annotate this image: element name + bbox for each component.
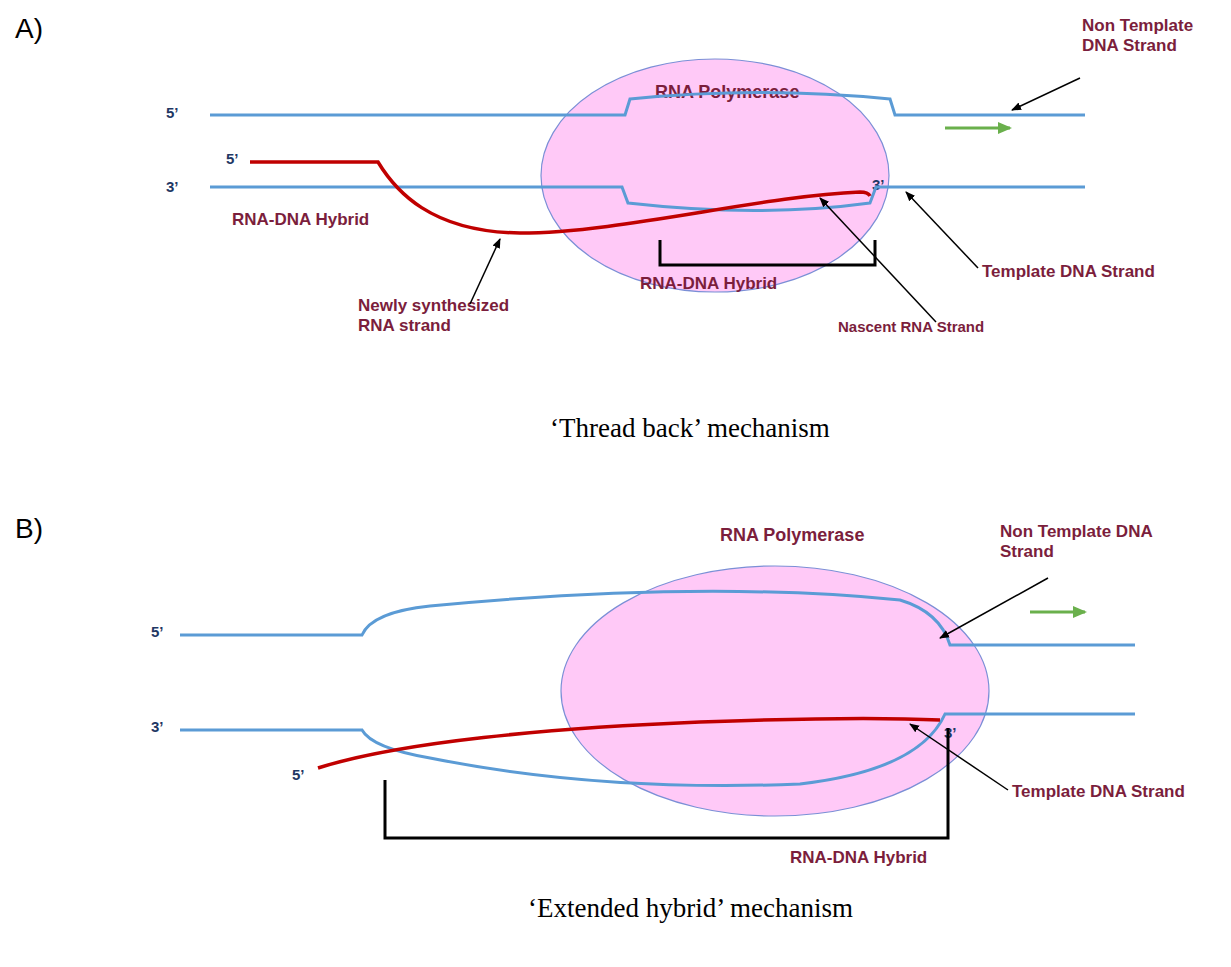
part-label: Template DNA Strand [1012, 782, 1185, 802]
strand-end: 5’ [166, 104, 179, 122]
strand-end: 3’ [872, 176, 885, 194]
strand-end: 3’ [944, 724, 957, 742]
part-label: Non Template DNA Strand [1000, 522, 1160, 563]
polymerase-ellipse: RNA Polymerase [540, 58, 890, 293]
strand-end: 3’ [151, 718, 164, 736]
node-title: RNA Polymerase [720, 525, 864, 546]
part-label: Nascent RNA Strand [838, 318, 984, 336]
leader-line [906, 192, 978, 268]
part-label: RNA-DNA Hybrid [790, 848, 927, 868]
panel-letter: A) [15, 12, 43, 46]
strand-end: 3’ [166, 178, 179, 196]
part-label: Newly synthesized RNA strand [358, 296, 548, 337]
strand-end: 5’ [226, 150, 239, 168]
ellipse-shape [560, 565, 990, 817]
strand-end: 5’ [292, 766, 305, 784]
leader-line [1012, 78, 1080, 110]
direction-arrow [945, 127, 1010, 130]
polymerase-ellipse: RNA Polymerase [560, 565, 990, 817]
leader-line [470, 239, 500, 304]
strand-end: 5’ [151, 623, 164, 641]
part-label: Template DNA Strand [982, 262, 1155, 282]
panel-caption: ‘Extended hybrid’ mechanism [528, 892, 853, 924]
part-label: RNA-DNA Hybrid [232, 210, 369, 230]
direction-arrow [1030, 611, 1085, 614]
node-title: RNA Polymerase [655, 82, 799, 103]
part-label: RNA-DNA Hybrid [640, 274, 777, 294]
part-label: Non Template DNA Strand [1082, 16, 1222, 57]
panel-caption: ‘Thread back’ mechanism [550, 412, 830, 444]
panel-letter: B) [15, 512, 43, 546]
